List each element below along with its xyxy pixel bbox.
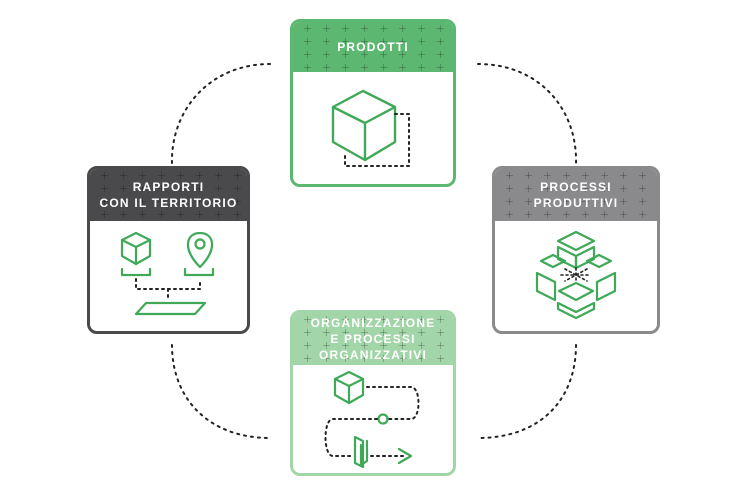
card-rapporti-territorio-title: RAPPORTI CON IL TERRITORIO <box>99 180 238 210</box>
card-processi-produttivi: PROCESSI PRODUTTIVI <box>492 166 660 334</box>
cube-pin-map-icon <box>90 221 247 331</box>
card-organizzazione-header: ORGANIZZAZIONE E PROCESSI ORGANIZZATIVI <box>293 313 453 365</box>
card-prodotti: PRODOTTI <box>290 19 456 187</box>
card-rapporti-territorio: RAPPORTI CON IL TERRITORIO <box>87 166 250 334</box>
card-prodotti-header: PRODOTTI <box>293 22 453 72</box>
connector-top-left <box>170 63 271 166</box>
cube-path-icon <box>293 72 453 184</box>
cube-flow-icon <box>293 365 453 473</box>
card-processi-produttivi-header: PROCESSI PRODUTTIVI <box>495 169 657 221</box>
exploded-cubes-icon <box>495 221 657 331</box>
card-organizzazione: ORGANIZZAZIONE E PROCESSI ORGANIZZATIVI <box>290 310 456 476</box>
connector-bottom-right <box>477 344 577 439</box>
card-prodotti-title: PRODOTTI <box>337 40 409 54</box>
connector-top-right <box>477 63 578 166</box>
connector-bottom-left <box>171 344 271 439</box>
card-rapporti-territorio-header: RAPPORTI CON IL TERRITORIO <box>90 169 247 221</box>
card-processi-produttivi-title: PROCESSI PRODUTTIVI <box>533 180 619 210</box>
card-organizzazione-title: ORGANIZZAZIONE E PROCESSI ORGANIZZATIVI <box>310 316 436 362</box>
